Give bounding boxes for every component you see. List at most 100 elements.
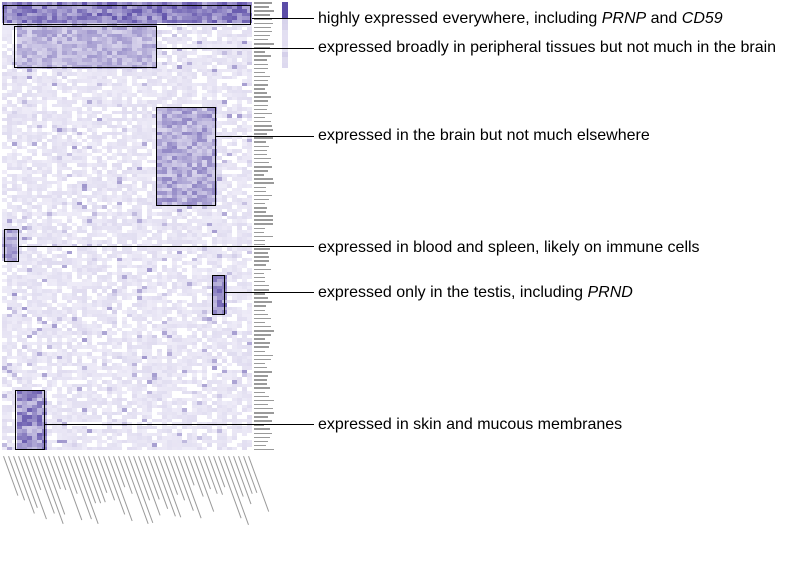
heatmap-cell: [92, 219, 97, 223]
heatmap-cell: [202, 5, 207, 9]
heatmap-cell: [157, 243, 162, 247]
heatmap-cell: [227, 86, 232, 90]
heatmap-cell: [7, 278, 12, 282]
heatmap-cell: [232, 37, 237, 41]
heatmap-cell: [82, 54, 87, 58]
heatmap-cell: [237, 271, 242, 275]
heatmap-cell: [147, 37, 152, 41]
heatmap-cell: [232, 264, 237, 268]
heatmap-cell: [162, 5, 167, 9]
heatmap-cell: [142, 310, 147, 314]
heatmap-cell: [242, 96, 247, 100]
heatmap-cell: [52, 16, 57, 20]
heatmap-cell: [237, 222, 242, 226]
heatmap-cell: [92, 5, 97, 9]
heatmap-cell: [92, 229, 97, 233]
heatmap-cell: [12, 299, 17, 303]
heatmap-cell: [132, 292, 137, 296]
heatmap-cell: [222, 103, 227, 107]
heatmap-cell: [157, 61, 162, 65]
heatmap-cell: [67, 152, 72, 156]
heatmap-cell: [112, 117, 117, 121]
heatmap-cell: [152, 61, 157, 65]
heatmap-cell: [77, 205, 82, 209]
heatmap-cell: [102, 54, 107, 58]
heatmap-cell: [247, 177, 252, 181]
heatmap-cell: [42, 170, 47, 174]
heatmap-cell: [117, 65, 122, 69]
heatmap-cell: [122, 194, 127, 198]
heatmap-cell: [82, 247, 87, 251]
heatmap-cell: [247, 26, 252, 30]
heatmap-cell: [7, 250, 12, 254]
heatmap-cell: [152, 114, 157, 118]
heatmap-cell: [142, 271, 147, 275]
heatmap-cell: [82, 282, 87, 286]
heatmap-cell: [37, 233, 42, 237]
heatmap-cell: [117, 208, 122, 212]
heatmap-cell: [172, 229, 177, 233]
heatmap-cell: [42, 51, 47, 55]
heatmap-cell: [2, 51, 7, 55]
heatmap-cell: [107, 16, 112, 20]
heatmap-cell: [77, 2, 82, 6]
heatmap-cell: [42, 131, 47, 135]
heatmap-cell: [232, 12, 237, 16]
heatmap-cell: [32, 72, 37, 76]
heatmap-cell: [122, 152, 127, 156]
heatmap-cell: [167, 170, 172, 174]
heatmap-cell: [22, 173, 27, 177]
heatmap-cell: [222, 271, 227, 275]
heatmap-cell: [167, 306, 172, 310]
heatmap-cell: [232, 289, 237, 293]
heatmap-cell: [87, 247, 92, 251]
heatmap-cell: [22, 2, 27, 6]
heatmap-cell: [197, 117, 202, 121]
heatmap-cell: [97, 296, 102, 300]
heatmap-cell: [192, 145, 197, 149]
heatmap-cell: [147, 75, 152, 79]
heatmap-cell: [177, 107, 182, 111]
heatmap-cell: [112, 156, 117, 160]
heatmap-cell: [212, 306, 217, 310]
heatmap-cell: [22, 68, 27, 72]
heatmap-cell: [77, 93, 82, 97]
heatmap-cell: [17, 187, 22, 191]
heatmap-cell: [92, 257, 97, 261]
heatmap-cell: [7, 236, 12, 240]
heatmap-cell: [12, 177, 17, 181]
heatmap-cell: [192, 240, 197, 244]
heatmap-cell: [162, 268, 167, 272]
heatmap-cell: [157, 194, 162, 198]
heatmap-cell: [157, 156, 162, 160]
heatmap-cell: [247, 30, 252, 34]
heatmap-cell: [147, 58, 152, 62]
heatmap-cell: [147, 159, 152, 163]
heatmap-cell: [2, 79, 7, 83]
heatmap-cell: [142, 100, 147, 104]
heatmap-cell: [167, 72, 172, 76]
heatmap-cell: [22, 233, 27, 237]
heatmap-cell: [47, 303, 52, 307]
heatmap-cell: [47, 331, 52, 335]
heatmap-cell: [22, 282, 27, 286]
heatmap-cell: [107, 5, 112, 9]
heatmap-cell: [222, 219, 227, 223]
heatmap-cell: [167, 187, 172, 191]
heatmap-cell: [97, 191, 102, 195]
heatmap-cell: [147, 194, 152, 198]
heatmap-cell: [132, 124, 137, 128]
heatmap-cell: [82, 264, 87, 268]
heatmap-cell: [62, 240, 67, 244]
heatmap-cell: [72, 159, 77, 163]
heatmap-cell: [72, 243, 77, 247]
heatmap-cell: [222, 180, 227, 184]
heatmap-cell: [152, 289, 157, 293]
heatmap-cell: [132, 229, 137, 233]
heatmap-cell: [242, 65, 247, 69]
heatmap-cell: [17, 9, 22, 13]
heatmap-cell: [237, 114, 242, 118]
heatmap-cell: [157, 107, 162, 111]
heatmap-cell: [212, 219, 217, 223]
heatmap-cell: [142, 2, 147, 6]
